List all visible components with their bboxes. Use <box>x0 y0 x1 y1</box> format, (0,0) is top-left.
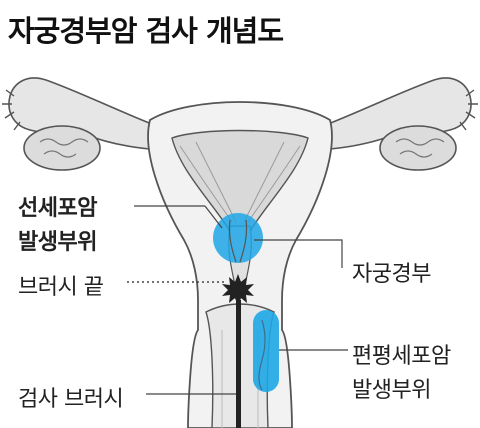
squamous-cancer-site-highlight <box>253 310 279 392</box>
label-cervix: 자궁경부 <box>352 262 431 287</box>
label-squamous-line1: 편평세포암 <box>352 344 451 369</box>
page-title: 자궁경부암 검사 개념도 <box>8 14 284 48</box>
left-ovary <box>23 125 101 171</box>
test-brush-handle <box>236 300 241 428</box>
right-ovary <box>379 125 457 171</box>
glandular-cancer-site-highlight <box>213 213 263 263</box>
label-test-brush: 검사 브러시 <box>18 387 124 412</box>
label-brush-tip: 브러시 끝 <box>18 275 104 300</box>
cervix-leader-line <box>254 239 343 268</box>
label-glandular-line2: 발생부위 <box>18 230 97 255</box>
label-glandular-line1: 선세포암 <box>18 196 97 221</box>
label-squamous-line2: 발생부위 <box>352 378 431 403</box>
brush-tip-spiky <box>222 274 254 306</box>
